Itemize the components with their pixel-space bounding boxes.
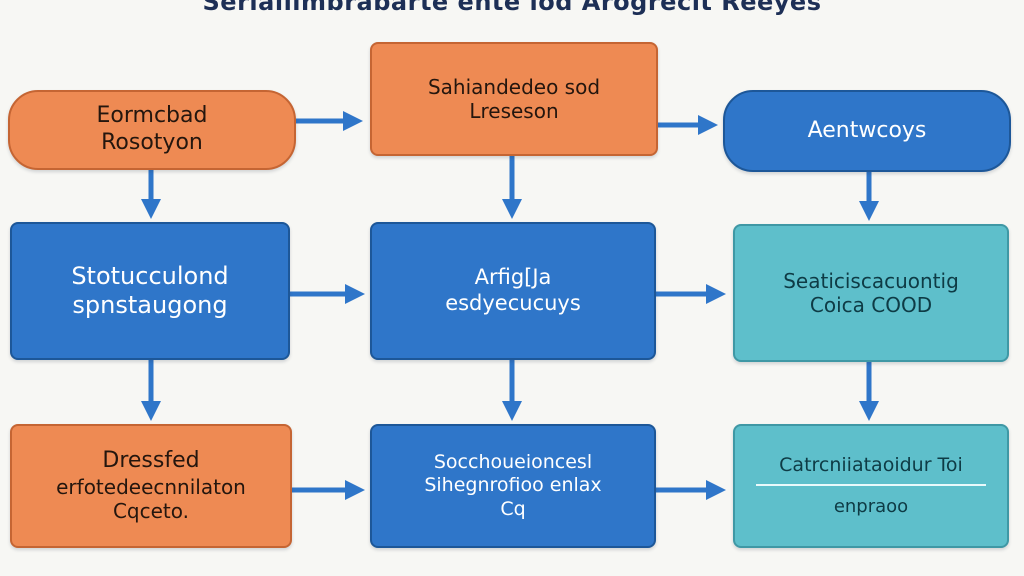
node-text: Rosotyon [101, 130, 203, 155]
node-seaticiscacuontig-coica: Seaticiscacuontig Coica COOD [733, 224, 1009, 362]
node-text: Socchoueioncesl [433, 451, 593, 474]
node-divider [756, 483, 986, 486]
node-text: Cq [500, 497, 526, 520]
node-text: Cqceto. [112, 499, 190, 524]
node-text: Eormcbad [96, 103, 208, 129]
node-catrcniiataoidur-enpraoo: Catrcniiataoidur Toi enpraoo [733, 424, 1009, 548]
diagram-title: Seriallimbrabarte ente iod Arogrecit Ree… [202, 0, 822, 16]
node-text: Aentwcoys [807, 117, 927, 143]
node-arfig-esdyecucuys: Arfig[Ja esdyecucuys [370, 222, 656, 360]
node-text: Arfig[Ja [474, 265, 552, 290]
node-text: Seaticiscacuontig [783, 268, 959, 293]
node-text: Catrcniiataoidur Toi [779, 454, 963, 477]
node-stotucculond-spnstaugong: Stotucculond spnstaugong [10, 222, 290, 360]
node-sahiandedeo-lreseson: Sahiandedeo sod Lreseson [370, 42, 658, 156]
node-text: enpraoo [833, 495, 909, 517]
node-socchoueioncesl-sihegnrofioo: Socchoueioncesl Sihegnrofioo enlax Cq [370, 424, 656, 548]
node-text: Sihegnrofioo enlax [424, 474, 602, 497]
node-text: Lreseson [469, 99, 559, 123]
node-text: Dressfed [102, 448, 200, 474]
node-text: esdyecucuys [445, 291, 581, 315]
node-dressfed-erfotedeecnnilaton: Dressfed erfotedeecnnilaton Cqceto. [10, 424, 292, 548]
node-text: Stotucculond [71, 261, 229, 290]
node-text: Sahiandedeo sod [427, 74, 601, 99]
node-text: spnstaugong [72, 291, 228, 319]
node-text: erfotedeecnnilaton [56, 475, 246, 500]
node-aentwcoys: Aentwcoys [723, 90, 1011, 172]
node-text: Coica COOD [809, 293, 933, 317]
node-eormcbad-rosotyon: Eormcbad Rosotyon [8, 90, 296, 170]
